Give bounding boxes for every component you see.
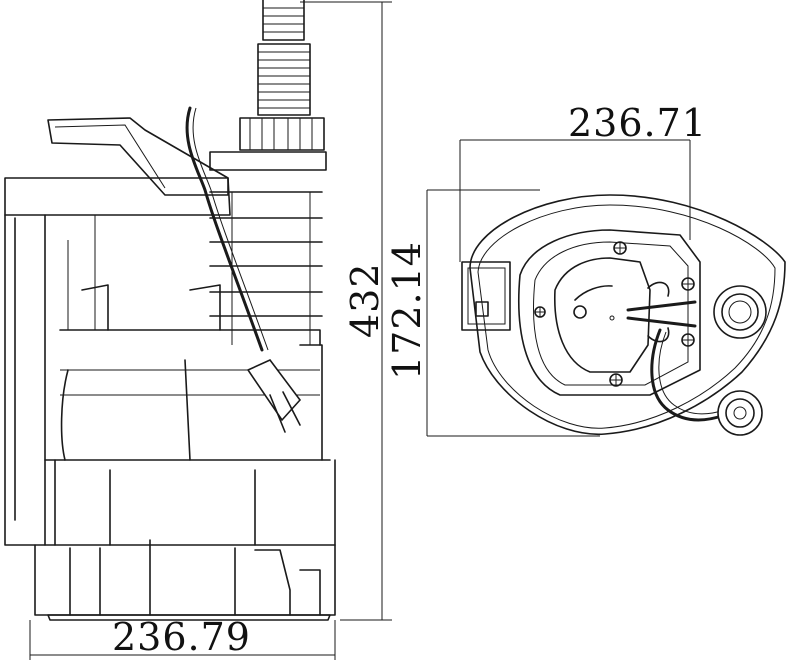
top-depth-dimension [426,189,600,437]
outlet-port [713,285,767,339]
top-screws [534,241,695,387]
front-height-dimension [300,1,392,621]
outer-shell [469,194,786,435]
inner-housing [517,229,701,396]
pump-base [34,459,336,621]
front-width-dimension [29,620,336,660]
power-cable [185,106,269,352]
pump-top-view [461,194,786,436]
top-handle-tab [461,261,511,331]
front-height-label: 432 [343,262,387,338]
outlet-nut [239,117,325,151]
power-plug [246,359,302,433]
top-plug [717,390,763,436]
top-depth-label: 172.14 [385,241,429,380]
cable-clamp [573,281,697,343]
motor-housing [4,177,331,546]
pump-side-view [4,0,336,621]
hose-barb [257,0,311,116]
top-cable [650,328,727,422]
outlet-collar [209,151,327,171]
front-width-label: 236.79 [112,615,251,659]
top-width-label: 236.71 [568,101,707,145]
top-width-dimension [459,139,691,262]
carry-handle [47,117,229,196]
